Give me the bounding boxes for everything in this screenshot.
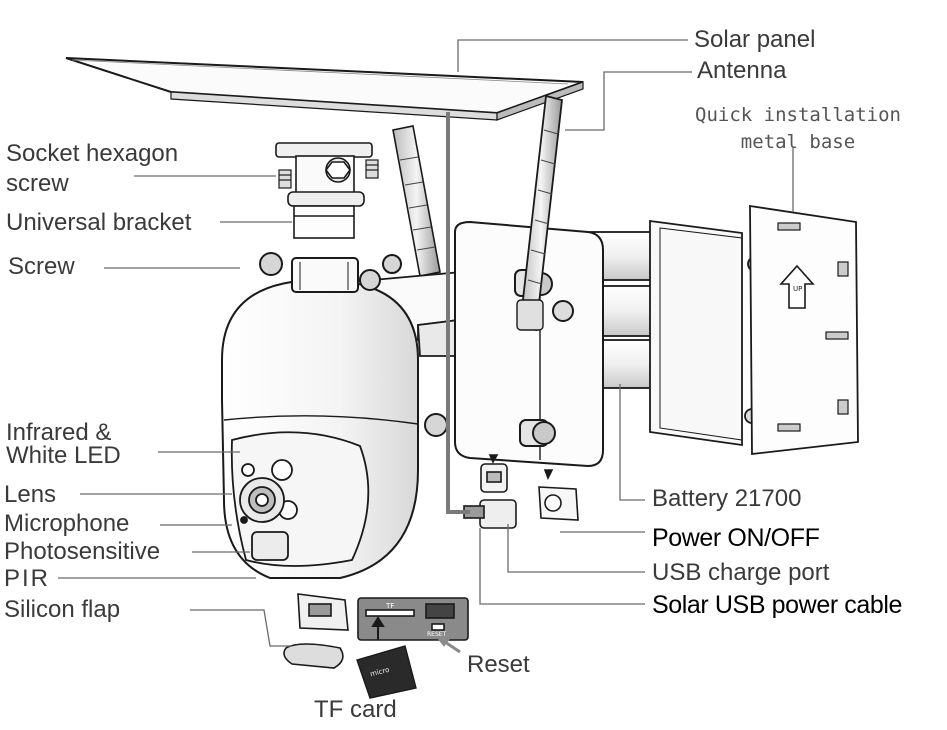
tf-slot-marking: TF bbox=[386, 602, 395, 610]
label-universal-bracket: Universal bracket bbox=[6, 209, 192, 236]
label-silicon-flap: Silicon flap bbox=[4, 596, 121, 623]
camera-face bbox=[230, 431, 370, 567]
reset-arrow bbox=[434, 635, 461, 654]
label-power: Power ON/OFF bbox=[652, 524, 820, 552]
label-solar-usb: Solar USB power cable bbox=[652, 591, 903, 619]
reset-slot-marking: RESET bbox=[427, 631, 447, 638]
tf-card bbox=[356, 645, 417, 699]
sd-slot-inset bbox=[357, 597, 469, 641]
usb-port-cover bbox=[463, 454, 517, 529]
front-antenna bbox=[516, 94, 563, 332]
label-socket-hex-1: Socket hexagon bbox=[6, 140, 179, 167]
label-screw: Screw bbox=[8, 253, 75, 280]
up-marking: UP bbox=[793, 285, 803, 293]
label-microphone: Microphone bbox=[4, 510, 130, 537]
solar-cable bbox=[446, 112, 470, 514]
metal-base bbox=[649, 204, 859, 456]
power-switch bbox=[538, 469, 579, 521]
silicon-flap bbox=[283, 593, 349, 669]
label-lens: Lens bbox=[4, 481, 57, 508]
solar-panel bbox=[65, 57, 584, 121]
slot-arrow bbox=[371, 616, 385, 640]
label-solar-panel: Solar panel bbox=[694, 26, 816, 53]
leader-lines bbox=[58, 39, 794, 647]
label-quick-install-2: metal base bbox=[740, 131, 856, 153]
label-tf-card: TF card bbox=[314, 696, 397, 723]
label-usb-charge: USB charge port bbox=[652, 559, 830, 586]
universal-bracket-part bbox=[275, 142, 373, 239]
label-infrared-2: White LED bbox=[6, 442, 121, 469]
label-socket-hex-2: screw bbox=[6, 170, 69, 197]
back-antenna bbox=[392, 125, 441, 277]
label-quick-install-1: Quick installation bbox=[695, 104, 901, 126]
label-reset: Reset bbox=[467, 651, 530, 678]
label-antenna: Antenna bbox=[697, 57, 787, 84]
label-battery: Battery 21700 bbox=[652, 485, 802, 512]
hex-screws bbox=[278, 159, 379, 189]
label-photosensitive: Photosensitive bbox=[4, 538, 161, 565]
label-pir: PIR bbox=[4, 565, 51, 592]
label-infrared-1: Infrared & bbox=[6, 419, 112, 446]
